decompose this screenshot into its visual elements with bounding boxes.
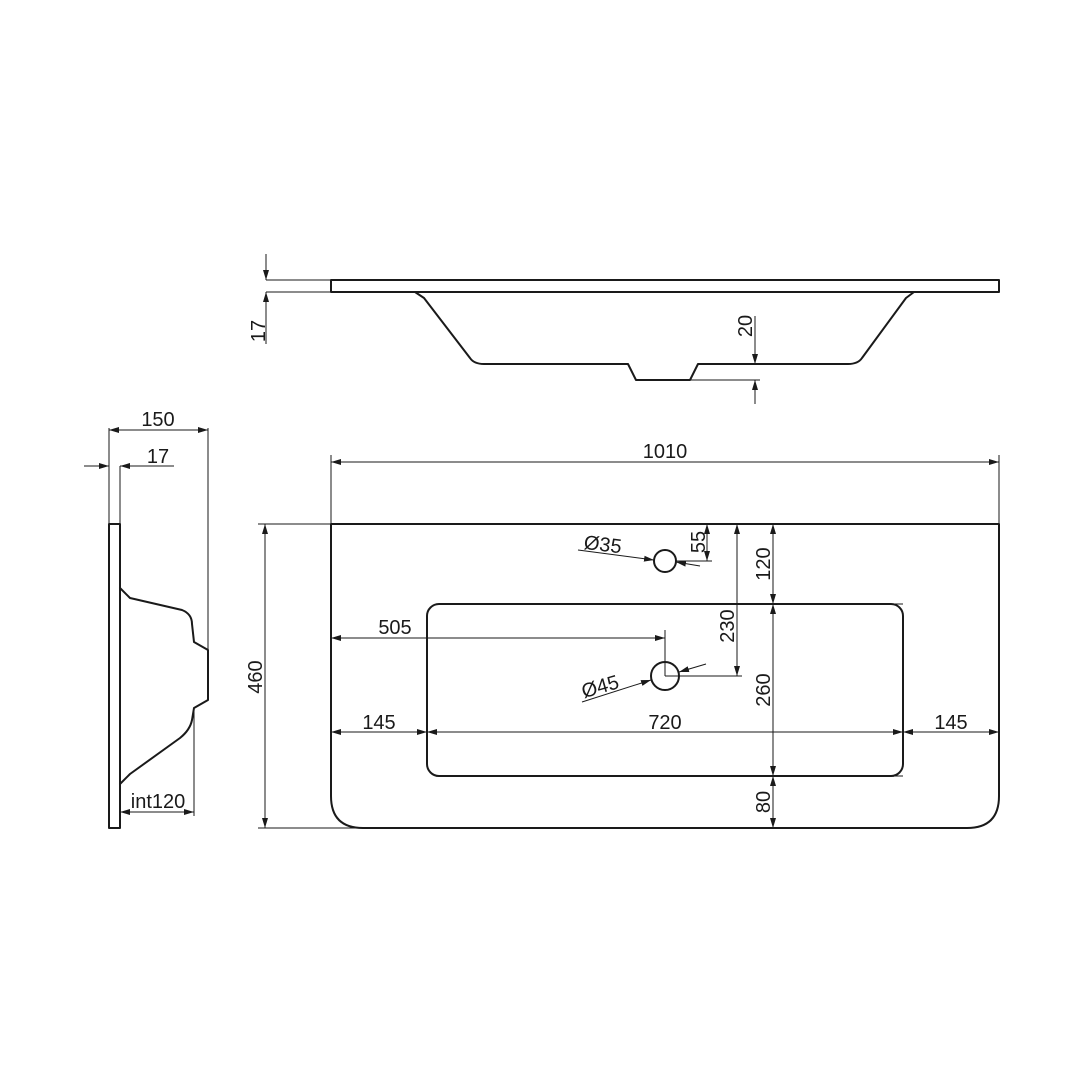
- end-basin-profile: [119, 587, 209, 785]
- dim-drain-depth: 20: [690, 315, 760, 404]
- end-section-view: 150 17 int120: [84, 409, 209, 829]
- bowl-outline: [426, 603, 904, 777]
- dim-drain-from-front: 230: [665, 524, 742, 677]
- end-interior-label: int120: [131, 791, 186, 813]
- tap-from-front-label: 55: [688, 531, 710, 553]
- countertop-outline: [330, 523, 1000, 829]
- bowl-to-back-label: 80: [753, 791, 775, 813]
- drain-hole-diameter-label: Ø45: [579, 671, 621, 703]
- drain-hole-leader: Ø45: [579, 663, 707, 703]
- end-slab-outline: [108, 523, 121, 829]
- dim-end-width: 150: [108, 409, 209, 650]
- basin-profile-outline: [414, 291, 915, 381]
- drain-from-front-label: 230: [717, 609, 739, 642]
- tap-hole-diameter-label: Ø35: [583, 532, 623, 558]
- dim-end-interior: int120: [120, 708, 195, 816]
- dim-vertical-chain: 120 260 80: [753, 524, 903, 828]
- countertop-slab-outline: [330, 279, 1000, 293]
- dim-overall-depth: 460: [245, 523, 363, 829]
- plan-view: 1010 460 145 720 145 505: [245, 441, 1000, 829]
- bowl-depth-label: 260: [753, 673, 775, 706]
- dim-tap-from-front: 55: [676, 524, 712, 562]
- side-elevation-view: 17 20: [248, 254, 1000, 404]
- end-thickness-label: 17: [147, 446, 169, 468]
- drain-offset-label: 505: [378, 617, 411, 639]
- right-margin-label: 145: [934, 712, 967, 734]
- front-to-bowl-label: 120: [753, 547, 775, 580]
- dim-drain-offset: 505: [331, 617, 666, 676]
- dim-overall-width: 1010: [330, 441, 1000, 524]
- slab-thickness-label: 17: [248, 320, 270, 342]
- end-width-label: 150: [141, 409, 174, 431]
- left-margin-label: 145: [362, 712, 395, 734]
- dim-horizontal-chain: 145 720 145: [331, 712, 999, 735]
- overall-depth-label: 460: [245, 660, 267, 693]
- bowl-width-label: 720: [648, 712, 681, 734]
- overall-width-label: 1010: [643, 441, 688, 463]
- tap-hole-leader: Ø35: [577, 532, 701, 567]
- dim-slab-thickness: 17: [248, 254, 331, 344]
- dim-end-thickness: 17: [84, 446, 174, 524]
- drain-depth-label: 20: [735, 315, 757, 337]
- tap-hole-circle: [653, 549, 677, 573]
